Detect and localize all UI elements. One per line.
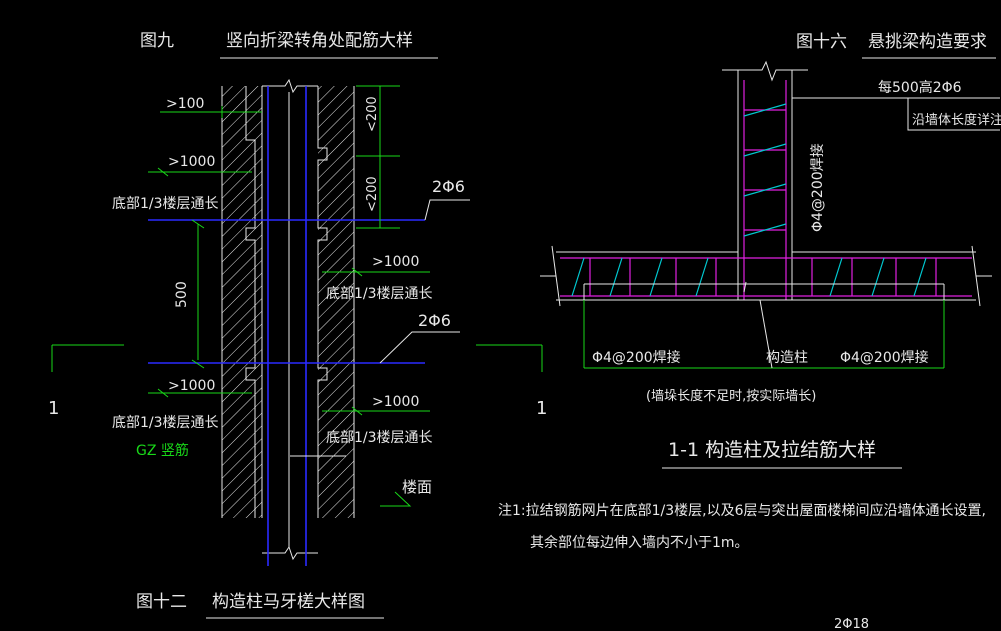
fig9-title-group: 图九 竖向折梁转角处配筋大样: [140, 31, 438, 59]
left-masonry-wall: [221, 86, 263, 518]
dim500-label: 500: [174, 281, 190, 308]
phi4-left-label: Φ4@200焊接: [592, 349, 681, 366]
right-masonry-wall: [317, 86, 355, 518]
wall-note-label: (墙垛长度不足时,按实际墙长): [646, 388, 816, 404]
gt1000-label-d: >1000: [372, 394, 419, 410]
along-wall-label: 沿墙体长度详注1: [912, 112, 1001, 128]
leader-lines: [290, 199, 470, 457]
phi4-vertical-label: Φ4@200焊接: [809, 143, 826, 232]
bottom-cut-label: 2Φ18: [834, 617, 869, 631]
section-mark-left: 1: [48, 398, 59, 419]
gt1000-label-c: >1000: [168, 378, 215, 394]
note-line2: 其余部位每边伸入墙内不小于1m。: [530, 534, 749, 551]
fig12-subtitle: 构造柱马牙槎大样图: [212, 592, 365, 612]
fig16-title: 图十六: [796, 32, 847, 52]
fig12-title: 图十二: [136, 592, 187, 612]
gz-label: GZ 竖筋: [136, 442, 189, 459]
gt1000-label-a: >1000: [168, 154, 215, 170]
bottom13-label-b: 底部1/3楼层通长: [326, 286, 433, 302]
bottom13-label-d: 底部1/3楼层通长: [326, 430, 433, 446]
bottom13-label-a: 底部1/3楼层通长: [112, 196, 219, 212]
section-title-group: 1-1 构造柱及拉结筋大样: [662, 439, 902, 469]
gzz-label: 构造柱: [766, 350, 808, 366]
bar2phi6-label-b: 2Φ6: [418, 311, 451, 330]
right-leaders: [583, 97, 1000, 369]
note-line1: 注1:拉结钢筋网片在底部1/3楼层,以及6层与突出屋面楼梯间应沿墙体通长设置,: [498, 502, 986, 519]
gz-column: [722, 60, 808, 300]
fig16-subtitle: 悬挑梁构造要求: [868, 32, 987, 52]
horizontal-tie-rebars: [148, 219, 425, 364]
gt1000-label-b: >1000: [372, 254, 419, 270]
horizontal-wall: [540, 245, 992, 307]
section-mark-right: 1: [536, 398, 547, 419]
fig9-title: 图九: [140, 31, 174, 51]
fig16-title-group: 图十六 悬挑梁构造要求: [796, 32, 996, 59]
gt100-label: >100: [166, 96, 204, 112]
every500-label: 每500高2Φ6: [878, 79, 962, 96]
gz-vertical-rebars: [267, 86, 307, 566]
dimension-lines: [51, 85, 543, 507]
lt200-label-a: <200: [365, 96, 380, 132]
floor-label: 楼面: [402, 478, 432, 496]
section-title: 1-1 构造柱及拉结筋大样: [668, 439, 876, 461]
phi4-right-label: Φ4@200焊接: [840, 349, 929, 366]
break-marks: [262, 78, 318, 561]
fig9-subtitle: 竖向折梁转角处配筋大样: [226, 31, 413, 51]
bar2phi6-label-a: 2Φ6: [432, 177, 465, 196]
lt200-label-b: <200: [365, 176, 380, 212]
bottom13-label-c: 底部1/3楼层通长: [112, 415, 219, 431]
fig12-title-group: 图十二 构造柱马牙槎大样图: [136, 592, 384, 619]
